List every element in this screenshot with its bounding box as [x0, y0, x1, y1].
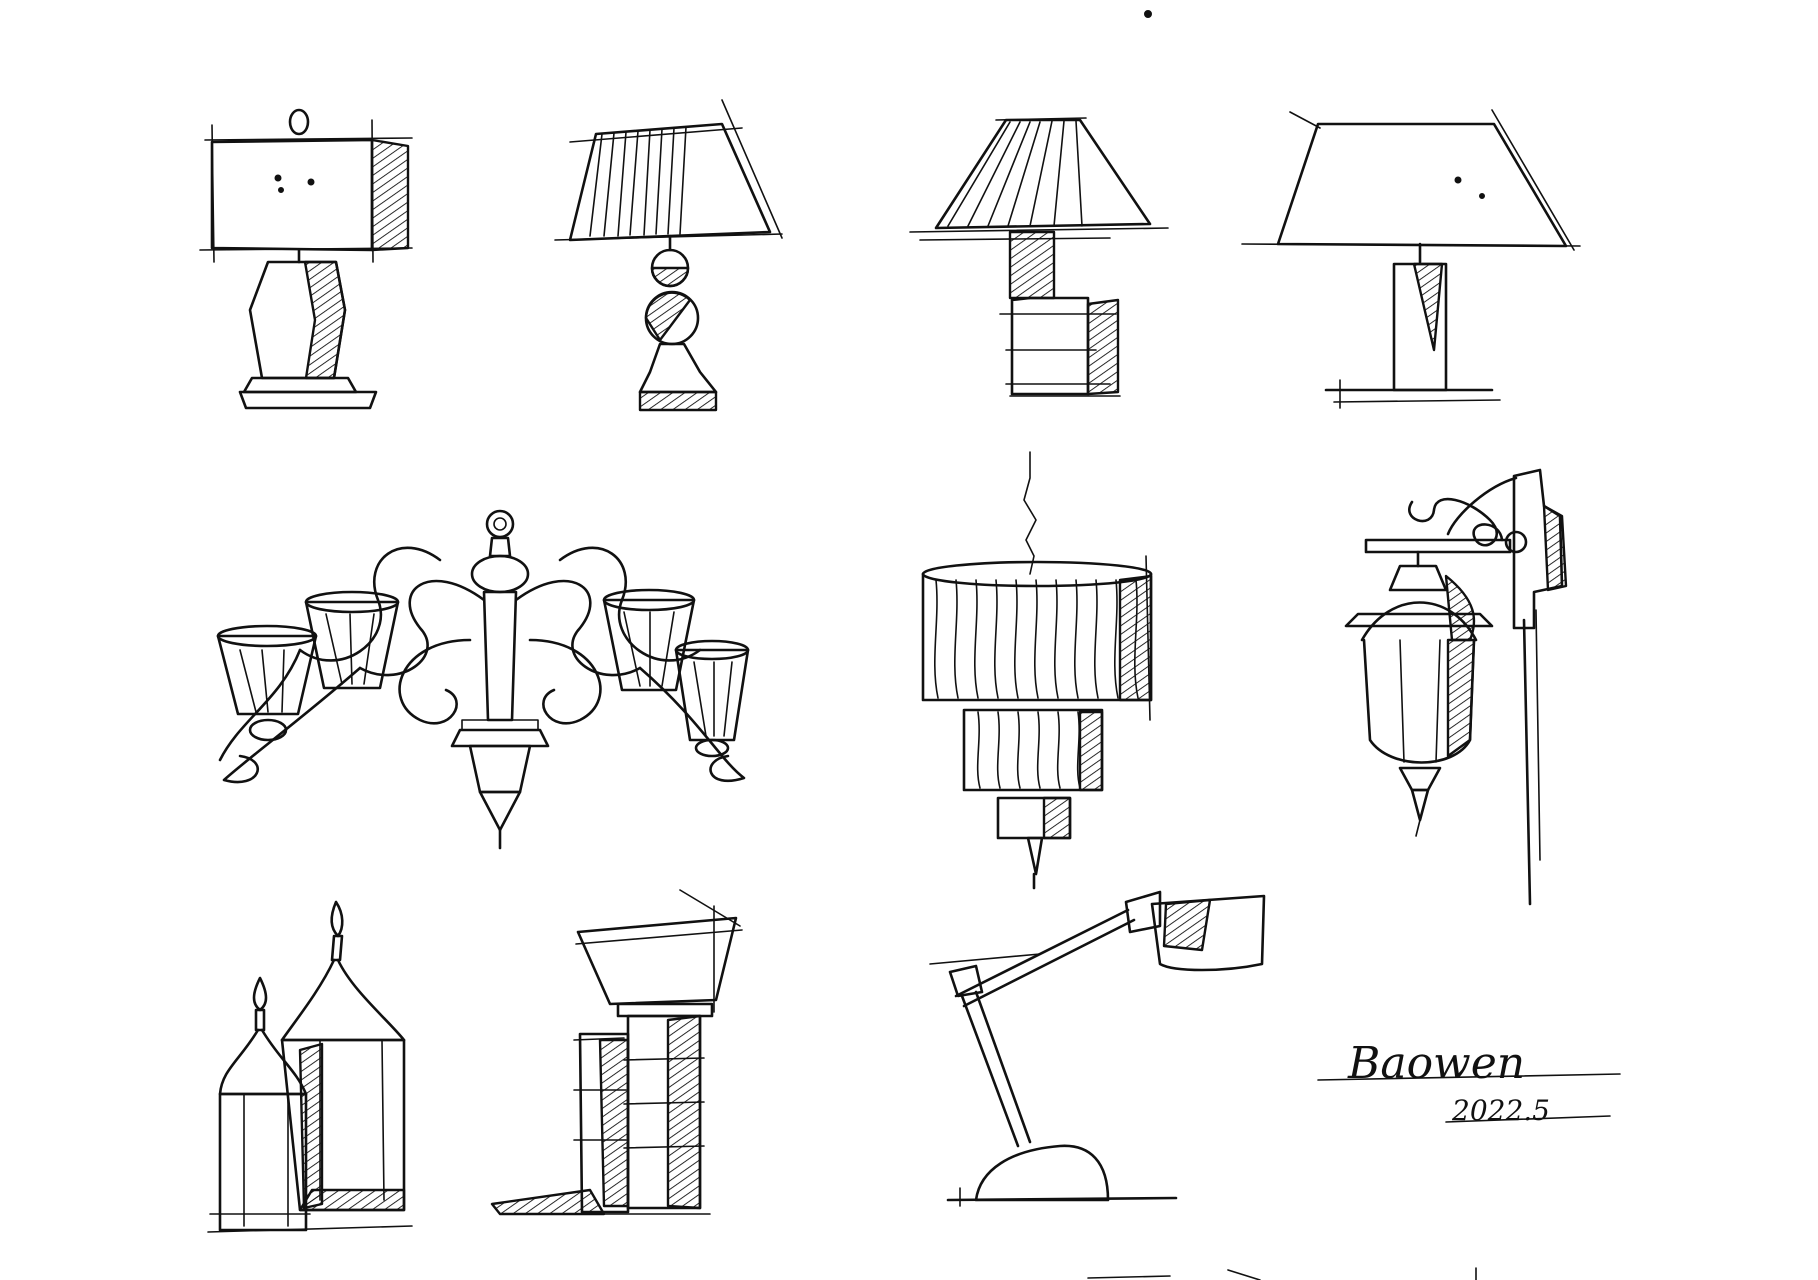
pendant-lamp-three-tier — [921, 451, 1153, 890]
wall-lantern-scroll-bracket — [1344, 468, 1568, 906]
ink-dot — [1144, 10, 1152, 18]
artist-signature: Baowen 2022.5 — [1317, 1038, 1621, 1127]
table-lamp-tapered-shade-orb-base — [554, 99, 783, 412]
table-lamp-cone-shade-block-base — [909, 117, 1169, 397]
lantern-pair-pointed-roofs — [207, 900, 413, 1233]
stray-marks — [1087, 1267, 1477, 1280]
table-lamp-box-shade — [199, 108, 413, 410]
column-lamp-square-shade — [490, 889, 743, 1216]
table-lamp-cone-shade-slim-stand — [1241, 109, 1581, 409]
signature-text: Baowen — [1347, 1038, 1525, 1089]
desk-lamp-adjustable-arm — [929, 890, 1266, 1207]
chandelier-six-arm — [216, 509, 750, 850]
